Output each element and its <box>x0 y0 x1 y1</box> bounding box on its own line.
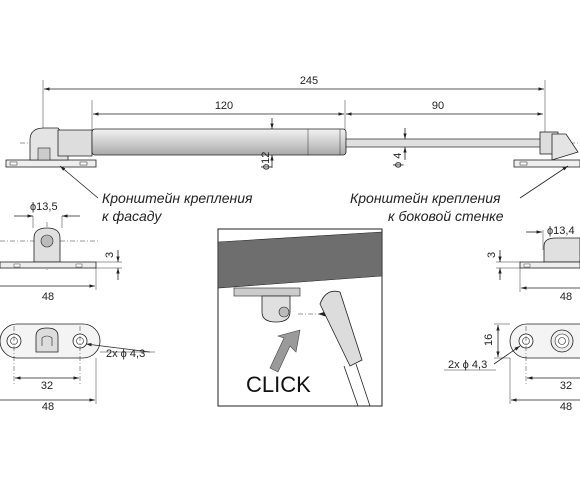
dim-rod-length: 90 <box>432 100 444 112</box>
click-label: CLICK <box>246 372 311 397</box>
dim-left-width-top: 48 <box>42 291 54 303</box>
right-caption-line2: к боковой стенке <box>388 208 504 224</box>
right-caption: Кронштейн крепления к боковой стенке <box>350 165 569 224</box>
dim-left-holes: 2x ϕ 4,3 <box>106 348 145 360</box>
dim-right-width-bottom: 48 <box>560 401 572 413</box>
left-bracket-side-view: ϕ13,5 3 48 <box>0 201 122 303</box>
dim-right-hole-spacing: 32 <box>560 380 572 392</box>
dim-body-length: 120 <box>215 100 233 112</box>
right-caption-line1: Кронштейн крепления <box>350 190 501 206</box>
click-inset: CLICK <box>217 228 383 407</box>
left-mount-bracket <box>5 127 97 168</box>
dim-left-width-bottom: 48 <box>42 401 54 413</box>
inset-shelf <box>217 231 383 289</box>
main-strut: 245 120 90 ϕ12 ϕ 4 <box>5 75 580 170</box>
dim-right-holes: 2x ϕ 4,3 <box>448 359 487 371</box>
right-bracket-top-view: 16 2x ϕ 4,3 32 48 <box>444 323 580 413</box>
dim-body-diameter: ϕ12 <box>260 152 272 170</box>
dim-right-bracket-diameter: ϕ13,4 <box>547 225 575 237</box>
left-caption-line2: к фасаду <box>102 208 162 224</box>
dim-left-height: 3 <box>104 252 116 258</box>
dim-rod-diameter: ϕ 4 <box>392 153 404 168</box>
dim-right-height: 3 <box>486 252 498 258</box>
dim-left-bracket-diameter: ϕ13,5 <box>30 201 58 213</box>
right-mount-bracket <box>513 131 580 168</box>
dim-right-side-height: 16 <box>483 334 495 346</box>
dim-left-hole-spacing: 32 <box>41 380 53 392</box>
dim-right-width-top: 48 <box>560 291 572 303</box>
left-caption: Кронштейн крепления к фасаду <box>59 165 253 224</box>
right-bracket-side-view: ϕ13,4 3 48 <box>486 225 580 303</box>
click-arrow-icon <box>269 329 301 373</box>
dim-total-length: 245 <box>300 75 318 87</box>
left-bracket-top-view: 2x ϕ 4,3 32 48 <box>0 323 155 413</box>
left-caption-line1: Кронштейн крепления <box>102 190 253 206</box>
strut-rod <box>345 138 543 148</box>
